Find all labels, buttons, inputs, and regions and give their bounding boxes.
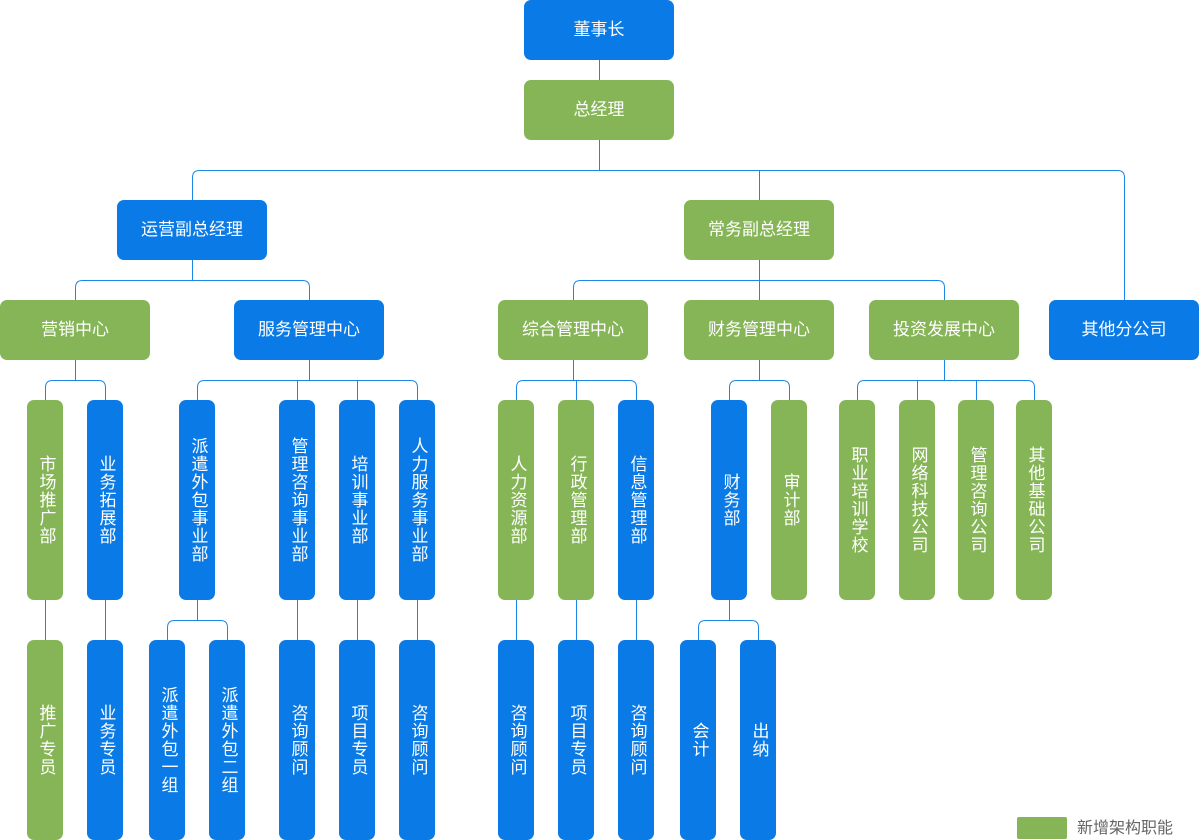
node-ops-vp: 运营副总经理 xyxy=(117,200,267,260)
node-biz-specialist: 业务专员 xyxy=(87,640,123,840)
connector-marketing-center-to-market-promo xyxy=(45,380,53,400)
connector-finance-dept-to-accountant xyxy=(698,620,706,640)
connector-investment-center-to-infra-company xyxy=(1027,380,1035,400)
node-hr-services: 人力服务事业部 xyxy=(399,400,435,600)
node-consulting: 管理咨询事业部 xyxy=(279,400,315,600)
node-outsourcing: 派遣外包事业部 xyxy=(179,400,215,600)
connector-investment-center-to-vocational-school xyxy=(857,380,865,400)
node-training: 培训事业部 xyxy=(339,400,375,600)
node-consulting-company: 管理咨询公司 xyxy=(958,400,994,600)
node-promo-specialist: 推广专员 xyxy=(27,640,63,840)
node-it-dept: 信息管理部 xyxy=(618,400,654,600)
node-outsource-group-1: 派遣外包一组 xyxy=(149,640,185,840)
node-admin-dept: 行政管理部 xyxy=(558,400,594,600)
legend-swatch-green xyxy=(1017,817,1067,839)
connector-outsourcing-to-outsource-group-2 xyxy=(220,620,228,640)
node-vocational-school: 职业培训学校 xyxy=(839,400,875,600)
node-investment-center: 投资发展中心 xyxy=(869,300,1019,360)
node-finance-center: 财务管理中心 xyxy=(684,300,834,360)
node-admin-center: 综合管理中心 xyxy=(498,300,648,360)
connector-exec-vp-to-admin-center xyxy=(573,280,581,300)
node-audit-dept: 审计部 xyxy=(771,400,807,600)
node-cashier: 出纳 xyxy=(740,640,776,840)
node-consultant-c: 咨询顾问 xyxy=(498,640,534,840)
connector-finance-center-to-finance-dept xyxy=(729,380,737,400)
connector-admin-center-to-it-dept xyxy=(629,380,637,400)
connector-marketing-center-to-biz-expansion xyxy=(98,380,106,400)
connector-exec-vp-to-investment-center xyxy=(937,280,945,300)
connector-ops-vp-to-service-center xyxy=(302,280,310,300)
node-accountant: 会计 xyxy=(680,640,716,840)
node-chairman: 董事长 xyxy=(524,0,674,60)
node-other-branches: 其他分公司 xyxy=(1049,300,1199,360)
connector-finance-dept-to-cashier xyxy=(751,620,759,640)
connector-ops-vp-to-marketing-center xyxy=(75,280,83,300)
connector-gm-to-other-branches xyxy=(1117,170,1125,300)
node-gm: 总经理 xyxy=(524,80,674,140)
node-service-center: 服务管理中心 xyxy=(234,300,384,360)
legend-label: 新增架构职能 xyxy=(1077,818,1174,837)
node-project-specialist-b: 项目专员 xyxy=(558,640,594,840)
node-project-specialist-a: 项目专员 xyxy=(339,640,375,840)
node-market-promo: 市场推广部 xyxy=(27,400,63,600)
connector-finance-center-to-audit-dept xyxy=(782,380,790,400)
node-hr-dept: 人力资源部 xyxy=(498,400,534,600)
node-infra-company: 其他基础公司 xyxy=(1016,400,1052,600)
node-consultant-a: 咨询顾问 xyxy=(279,640,315,840)
node-exec-vp: 常务副总经理 xyxy=(684,200,834,260)
node-finance-dept: 财务部 xyxy=(711,400,747,600)
connector-outsourcing-to-outsource-group-1 xyxy=(167,620,175,640)
connector-service-center-to-hr-services xyxy=(410,380,418,400)
connector-gm-to-ops-vp xyxy=(192,170,200,200)
node-outsource-group-2: 派遣外包二组 xyxy=(209,640,245,840)
node-network-company: 网络科技公司 xyxy=(899,400,935,600)
connector-service-center-to-outsourcing xyxy=(197,380,205,400)
node-marketing-center: 营销中心 xyxy=(0,300,150,360)
node-consultant-d: 咨询顾问 xyxy=(618,640,654,840)
connector-admin-center-to-hr-dept xyxy=(516,380,524,400)
node-consultant-b: 咨询顾问 xyxy=(399,640,435,840)
node-biz-expansion: 业务拓展部 xyxy=(87,400,123,600)
